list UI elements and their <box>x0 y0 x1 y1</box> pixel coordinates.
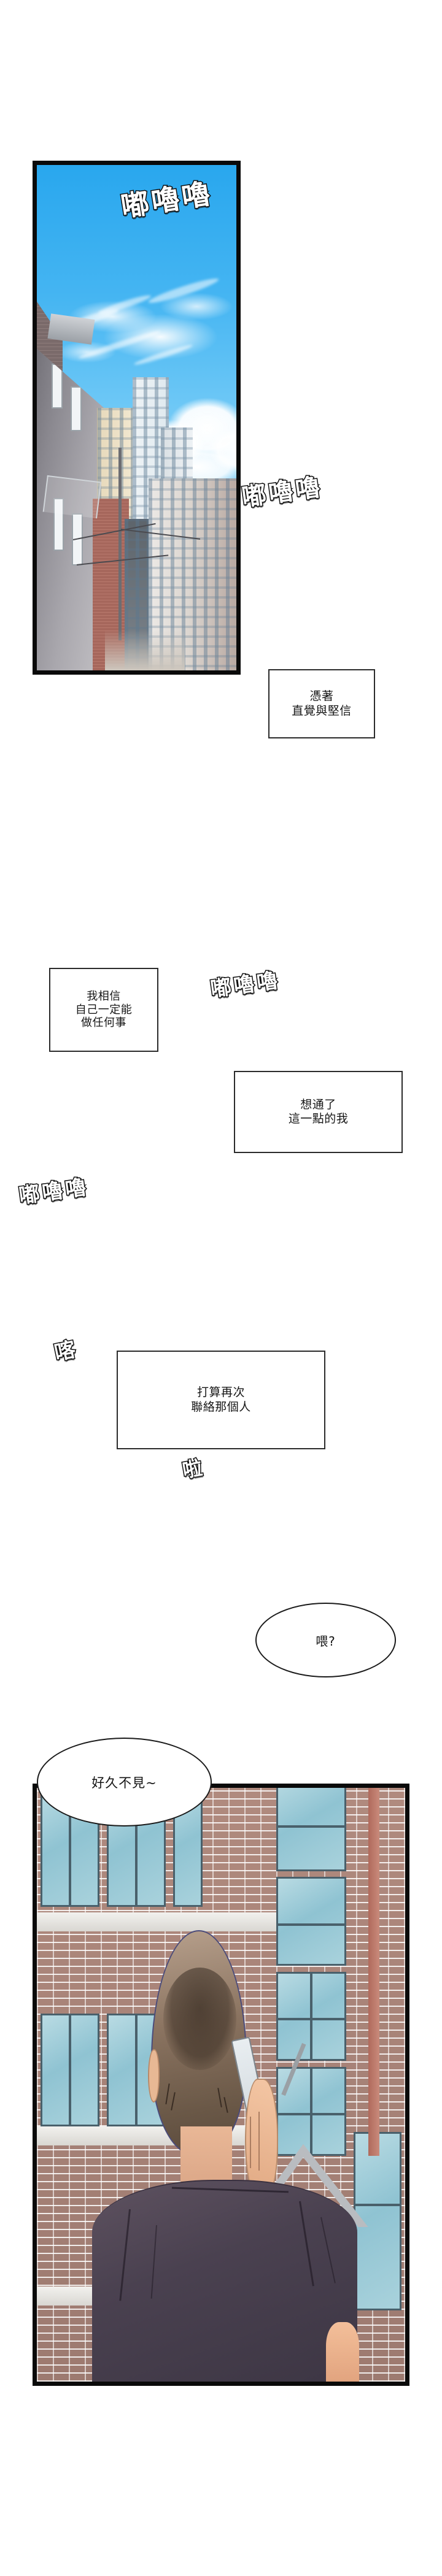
caption-line: 想通了 <box>300 1097 336 1111</box>
finger-line <box>250 2117 251 2168</box>
caption-figured-out: 想通了 這一點的我 <box>234 1071 403 1153</box>
caption-call-again: 打算再次 聯絡那個人 <box>117 1351 325 1449</box>
comic-panel-man-phone <box>33 1784 409 2386</box>
collar-line <box>171 2187 289 2193</box>
window <box>41 2013 99 2126</box>
character-ear <box>148 2049 160 2103</box>
caption-line: 直覺與堅信 <box>292 703 352 718</box>
shirt-fold <box>298 2201 314 2287</box>
character-torso <box>92 2179 357 2382</box>
window <box>276 1788 346 1871</box>
balloon-text: 喂? <box>316 1633 336 1649</box>
hair-strand <box>223 2096 228 2113</box>
character-head <box>151 1930 247 2156</box>
shirt-fold <box>320 2217 336 2283</box>
hair-shadow <box>163 1967 236 2070</box>
shirt-fold <box>119 2209 131 2301</box>
hair-strand <box>217 2088 223 2107</box>
sfx-clack: 啦 <box>180 1452 207 1484</box>
comic-panel-city-sky <box>33 161 241 675</box>
sfx-phone-ring-3: 嘟嚕嚕 <box>208 963 282 1003</box>
finger-line <box>258 2112 260 2171</box>
caption-line: 做任何事 <box>81 1016 126 1030</box>
facade-pilaster <box>368 1788 379 2156</box>
sfx-text: 嘟嚕嚕 <box>208 967 282 1003</box>
sfx-text: 啦 <box>180 1455 207 1484</box>
rooftop-railing <box>42 475 101 518</box>
speech-balloon-long-time-no-see: 好久不見~ <box>37 1738 212 1827</box>
hair-strand <box>165 2083 170 2104</box>
alley-ground-haze <box>104 630 185 670</box>
speech-balloon-hello: 喂? <box>255 1603 396 1677</box>
caption-line: 打算再次 <box>196 1386 245 1400</box>
sfx-phone-ring-4: 嘟嚕嚕 <box>17 1170 91 1209</box>
character-forearm <box>326 2322 359 2382</box>
sfx-text: 喀 <box>51 1336 80 1367</box>
caption-intuition: 憑著 直覺與堅信 <box>268 669 375 738</box>
sfx-phone-ring-2: 嘟嚕嚕 <box>239 467 325 513</box>
caption-line: 我相信 <box>87 989 121 1003</box>
shirt-fold <box>150 2225 157 2299</box>
hair-strand <box>171 2092 176 2111</box>
caption-line: 憑著 <box>309 689 334 703</box>
caption-line: 自己一定能 <box>75 1003 133 1016</box>
sfx-text: 嘟嚕嚕 <box>239 472 325 513</box>
caption-line: 這一點的我 <box>288 1112 349 1125</box>
utility-pole <box>118 448 122 640</box>
window <box>276 1877 346 1966</box>
caption-believe: 我相信 自己一定能 做任何事 <box>49 968 158 1052</box>
sfx-click: 喀 <box>51 1332 80 1367</box>
caption-line: 聯絡那個人 <box>191 1400 251 1414</box>
sfx-text: 嘟嚕嚕 <box>17 1174 91 1209</box>
balloon-text: 好久不見~ <box>91 1775 157 1790</box>
window <box>276 1972 346 2061</box>
